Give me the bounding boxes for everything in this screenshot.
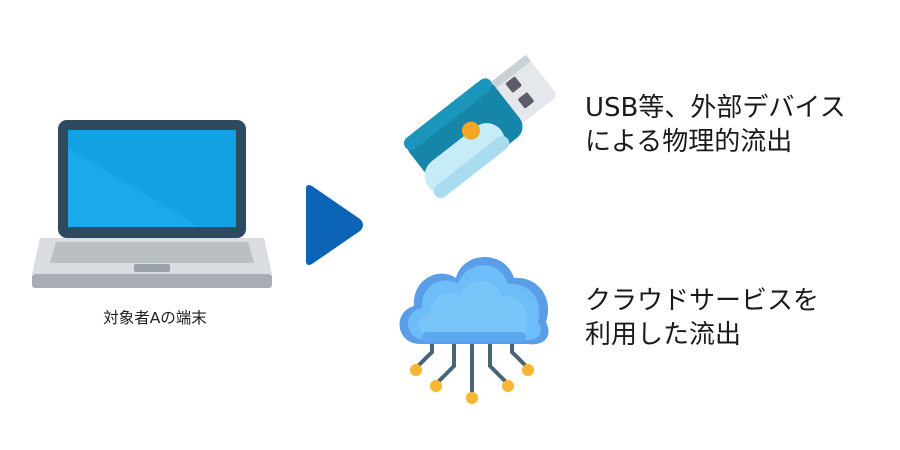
usb-leak-label-line-2: による物理的流出 (585, 127, 793, 157)
cloud-network-icon (388, 236, 556, 406)
usb-leak-label: USB等、外部デバイス による物理的流出 (585, 91, 846, 159)
cloud-leak-label: クラウドサービスを 利用した流出 (585, 284, 819, 352)
laptop-icon (30, 118, 274, 290)
usb-leak-label-line-1: USB等、外部デバイス (585, 93, 846, 123)
cloud-leak-label-line-1: クラウドサービスを (585, 286, 820, 316)
device-caption: 対象者Aの端末 (103, 309, 207, 327)
play-arrow-icon (300, 183, 366, 267)
cloud-leak-label-line-2: 利用した流出 (585, 320, 742, 350)
usb-drive-icon (398, 38, 566, 206)
